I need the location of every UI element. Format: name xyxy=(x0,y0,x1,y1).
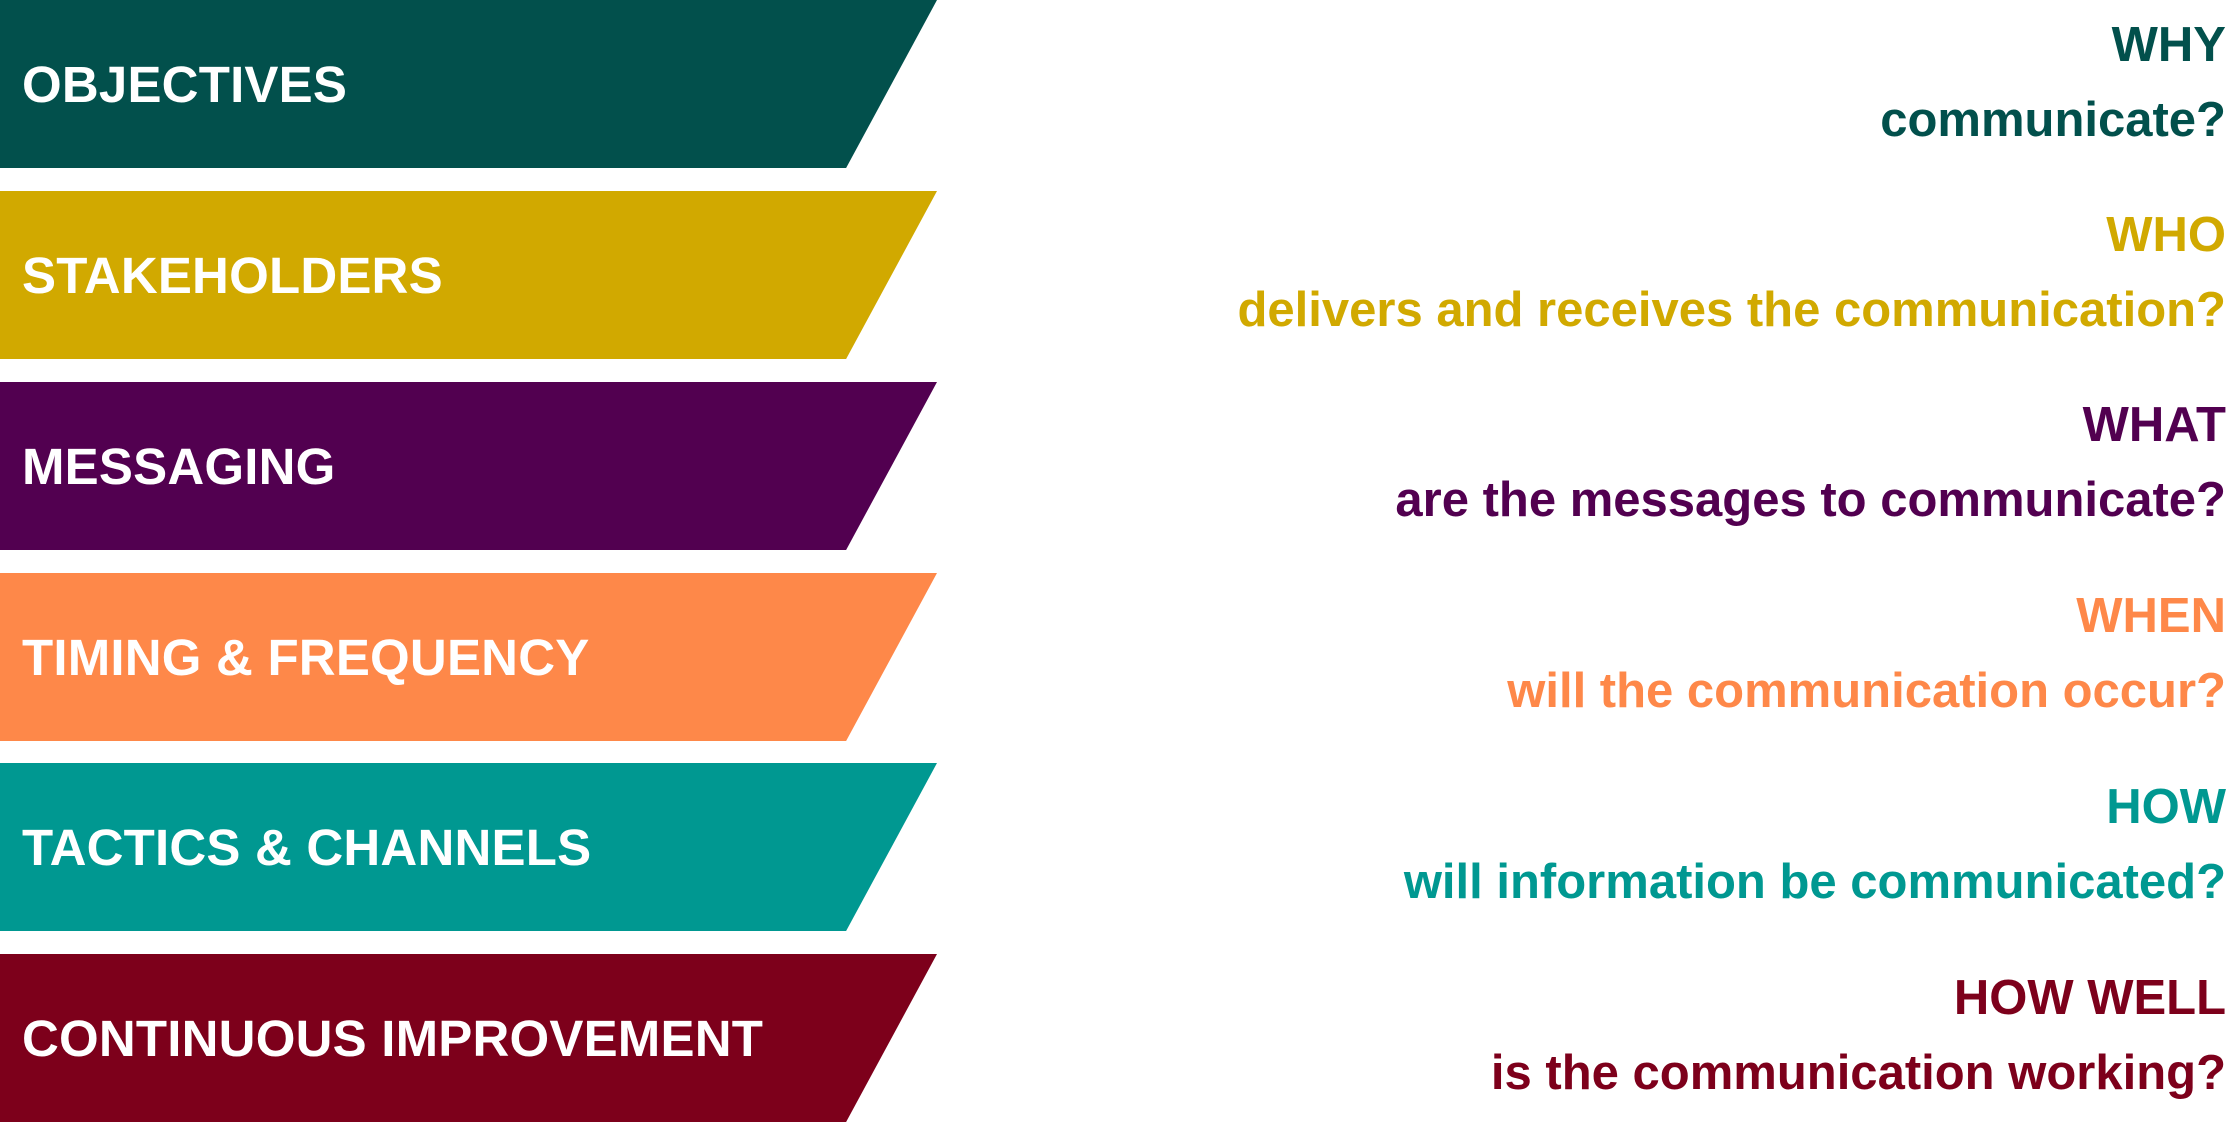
question-who: WHO delivers and receives the communicat… xyxy=(966,198,2226,348)
question-how: HOW will information be communicated? xyxy=(966,770,2226,920)
question-rest-what: are the messages to communicate? xyxy=(1395,473,2226,527)
banner-objectives: OBJECTIVES xyxy=(0,0,937,168)
question-word-when: WHEN xyxy=(2076,589,2226,643)
question-rest-how-well: is the communication working? xyxy=(1490,1046,2226,1100)
banner-label-continuous-improvement: CONTINUOUS IMPROVEMENT xyxy=(22,1009,764,1067)
banner-label-timing-frequency: TIMING & FREQUENCY xyxy=(22,628,590,686)
question-when: WHEN will the communication occur? xyxy=(966,579,2226,729)
banner-tactics-channels: TACTICS & CHANNELS xyxy=(0,763,937,931)
question-how-well: HOW WELL is the communication working? xyxy=(966,961,2226,1111)
banner-stakeholders: STAKEHOLDERS xyxy=(0,191,937,359)
banner-label-stakeholders: STAKEHOLDERS xyxy=(22,246,443,304)
question-word-how-well: HOW WELL xyxy=(1953,971,2226,1025)
banner-label-messaging: MESSAGING xyxy=(22,437,336,495)
question-rest-why: communicate? xyxy=(1880,93,2226,147)
question-why: WHY communicate? xyxy=(966,8,2226,158)
banner-timing-frequency: TIMING & FREQUENCY xyxy=(0,573,937,741)
question-rest-when: will the communication occur? xyxy=(1507,664,2226,718)
question-rest-who: delivers and receives the communication? xyxy=(1237,283,2226,337)
question-rest-how: will information be communicated? xyxy=(1403,855,2226,909)
question-word-what: WHAT xyxy=(2082,398,2226,452)
banner-label-tactics-channels: TACTICS & CHANNELS xyxy=(22,818,592,876)
question-word-how: HOW xyxy=(2106,780,2226,834)
question-word-why: WHY xyxy=(2111,18,2226,72)
banner-continuous-improvement: CONTINUOUS IMPROVEMENT xyxy=(0,954,937,1122)
banner-label-objectives: OBJECTIVES xyxy=(22,55,348,113)
question-what: WHAT are the messages to communicate? xyxy=(966,388,2226,538)
question-word-who: WHO xyxy=(2106,208,2226,262)
banner-messaging: MESSAGING xyxy=(0,382,937,550)
